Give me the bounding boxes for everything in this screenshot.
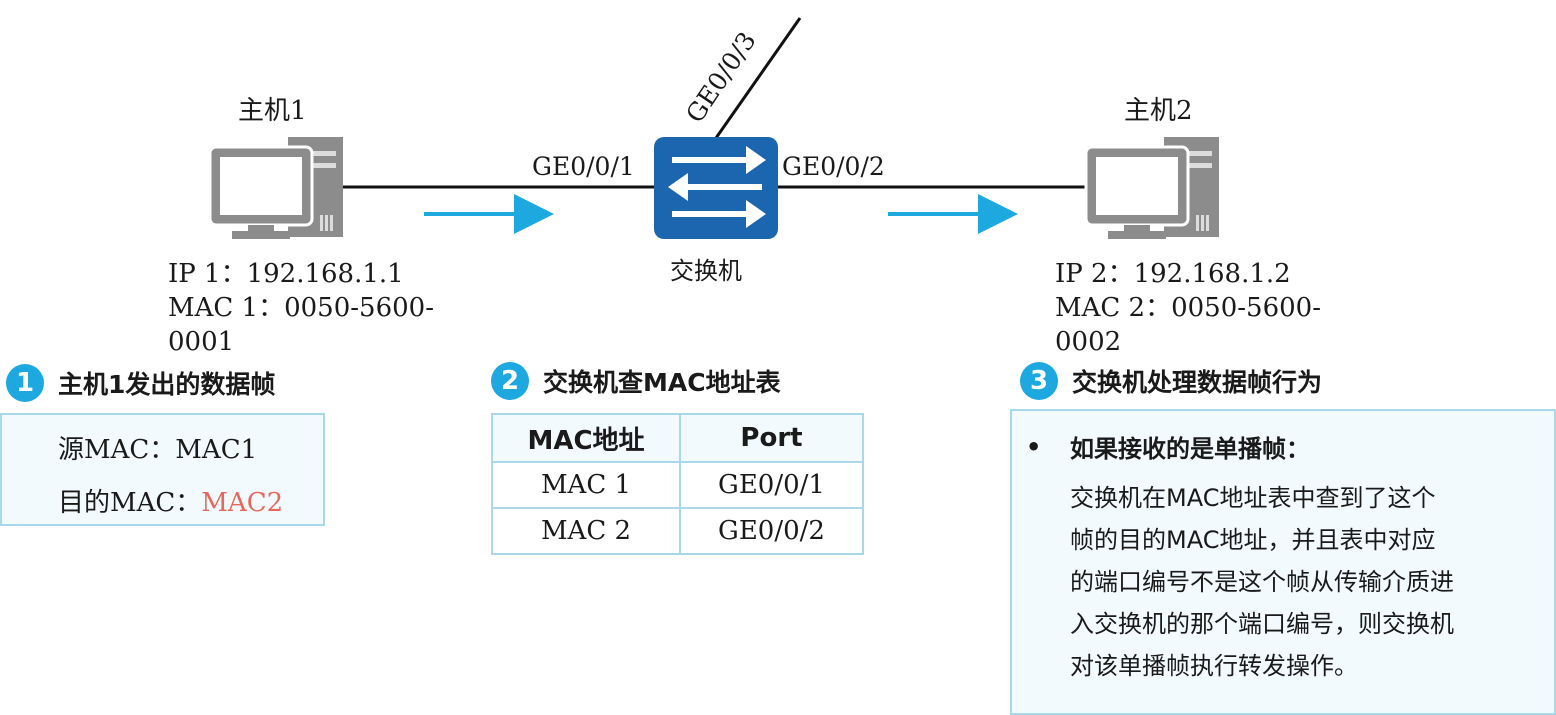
- switch-port3-label: GE0/0/3: [680, 27, 762, 128]
- host1-mac-line1: MAC 1：0050-5600-: [168, 293, 435, 323]
- step-2-title: 交换机查MAC地址表: [543, 368, 781, 397]
- mac-table-header-mac: MAC地址: [491, 413, 681, 463]
- host2-pc-icon: [1084, 137, 1219, 239]
- frame-dst-value: MAC2: [201, 488, 284, 518]
- host2-mac-line1: MAC 2：0050-5600-: [1055, 293, 1322, 323]
- behavior-body: 交换机在MAC地址表中查到了这个 帧的目的MAC地址，并且表中对应 的端口编号不…: [1070, 484, 1454, 680]
- step-1-heading: 1 主机1发出的数据帧: [6, 364, 275, 402]
- mac-table-cell-mac: MAC 2: [491, 507, 681, 555]
- table-row: MAC 1 GE0/0/1: [491, 461, 864, 509]
- behavior-title: 如果接收的是单播帧：: [1070, 435, 1310, 463]
- switch-icon: [654, 137, 778, 239]
- step-3-title: 交换机处理数据帧行为: [1072, 368, 1323, 397]
- behavior-bullet: •: [1026, 433, 1042, 461]
- mac-table-cell-port: GE0/0/2: [679, 507, 864, 555]
- table-row: MAC 2 GE0/0/2: [491, 507, 864, 555]
- host1-name: 主机1: [238, 96, 307, 126]
- step-2-heading: 2 交换机查MAC地址表: [491, 362, 781, 400]
- frame-panel: 源MAC：MAC1 目的MAC：MAC2: [0, 413, 325, 526]
- behavior-panel: • 如果接收的是单播帧： 交换机在MAC地址表中查到了这个 帧的目的MAC地址，…: [1010, 409, 1556, 715]
- link-switch-uplink: [714, 17, 802, 139]
- step-1-title: 主机1发出的数据帧: [58, 370, 276, 399]
- host1-pc-icon: [208, 137, 343, 239]
- step-1-badge: 1: [6, 364, 44, 402]
- switch-name: 交换机: [670, 257, 742, 285]
- switch-port1-label: GE0/0/1: [532, 152, 635, 181]
- switch-port2-label: GE0/0/2: [782, 152, 885, 181]
- frame-src-label: 源MAC：: [58, 435, 176, 465]
- host1-mac-line2: 0001: [168, 327, 235, 357]
- frame-dst-line: 目的MAC：MAC2: [58, 482, 283, 519]
- mac-table-header-port: Port: [679, 413, 864, 463]
- frame-dst-label: 目的MAC：: [58, 488, 202, 518]
- host2-name: 主机2: [1124, 96, 1193, 126]
- frame-src-value: MAC1: [175, 435, 258, 465]
- mac-table-cell-mac: MAC 1: [491, 461, 681, 509]
- host2-mac-line2: 0002: [1055, 327, 1122, 357]
- host2-ip: IP 2：192.168.1.2: [1055, 259, 1291, 289]
- step-2-badge: 2: [491, 362, 529, 400]
- mac-table-cell-port: GE0/0/1: [679, 461, 864, 509]
- mac-address-table: MAC地址 Port MAC 1 GE0/0/1 MAC 2 GE0/0/2: [491, 413, 864, 555]
- host1-ip: IP 1：192.168.1.1: [168, 259, 404, 289]
- frame-src-line: 源MAC：MAC1: [58, 429, 257, 466]
- step-3-badge: 3: [1020, 362, 1058, 400]
- mac-table-header-row: MAC地址 Port: [491, 413, 864, 463]
- step-3-heading: 3 交换机处理数据帧行为: [1020, 362, 1322, 400]
